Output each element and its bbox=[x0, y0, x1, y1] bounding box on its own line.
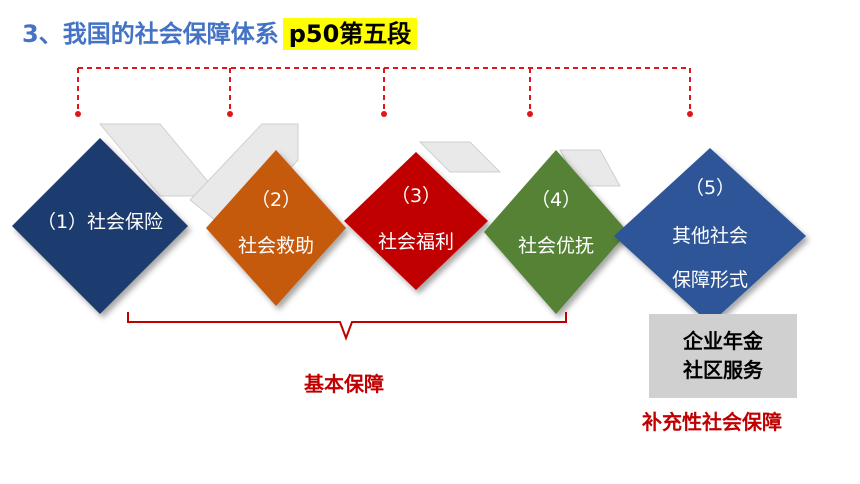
diamond-other-security bbox=[614, 148, 806, 324]
label-social-special-care: 社会优抚 bbox=[517, 235, 594, 257]
label-other-security-2: 保障形式 bbox=[671, 269, 748, 291]
basic-security-brace bbox=[127, 312, 567, 341]
num-social-special-care: （4） bbox=[530, 189, 582, 211]
num-social-assistance: （2） bbox=[250, 189, 302, 211]
label-social-welfare: 社会福利 bbox=[377, 231, 454, 253]
supplementary-item-enterprise-annuity: 企业年金 bbox=[683, 329, 763, 353]
supplementary-item-community-service: 社区服务 bbox=[683, 358, 763, 382]
label-other-security: 其他社会 bbox=[671, 225, 748, 247]
dashed-connector bbox=[77, 67, 691, 112]
supplementary-box: 企业年金 社区服务 bbox=[649, 314, 797, 398]
num-other-security: （5） bbox=[684, 177, 736, 199]
title-main: 3、我国的社会保障体系 bbox=[22, 20, 279, 48]
diamond-social-welfare bbox=[344, 152, 488, 290]
num-social-welfare: （3） bbox=[390, 185, 442, 207]
diamond-social-special-care bbox=[484, 150, 628, 314]
supplementary-security-label: 补充性社会保障 bbox=[642, 410, 782, 434]
card-backgrounds bbox=[98, 123, 621, 233]
connector-dots bbox=[75, 111, 693, 117]
title-highlight: p50第五段 bbox=[282, 18, 418, 50]
label-social-insurance: （1）社会保险 bbox=[36, 211, 164, 233]
diamond-social-assistance bbox=[206, 150, 346, 306]
label-social-assistance: 社会救助 bbox=[237, 235, 314, 257]
diamond-social-insurance bbox=[12, 138, 188, 314]
basic-security-label: 基本保障 bbox=[304, 372, 384, 396]
